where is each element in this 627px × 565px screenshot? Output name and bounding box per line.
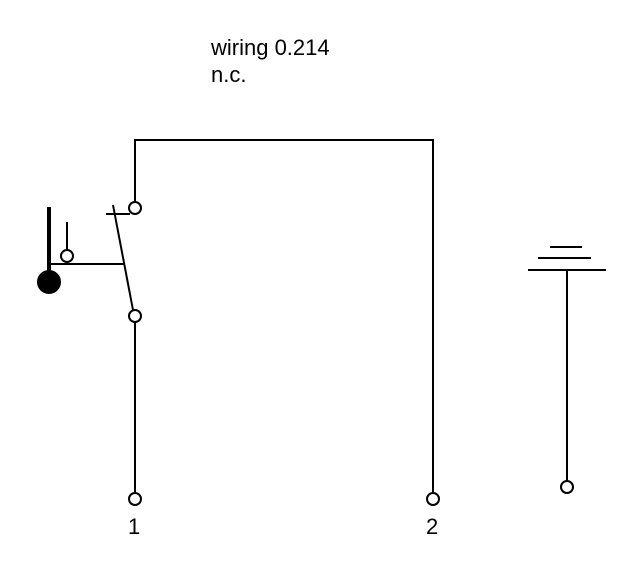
ground-symbol (528, 246, 606, 494)
switch-contact (106, 201, 142, 323)
terminal-2-label: 2 (426, 514, 439, 539)
terminal-2 (426, 492, 440, 506)
terminal-1-label: 1 (128, 514, 141, 539)
actuator (37, 207, 125, 294)
wire-loop (134, 139, 434, 493)
diagram-subtitle: n.c. (211, 62, 247, 87)
terminal-1 (128, 492, 142, 506)
diagram-title: wiring 0.214 (211, 35, 330, 60)
